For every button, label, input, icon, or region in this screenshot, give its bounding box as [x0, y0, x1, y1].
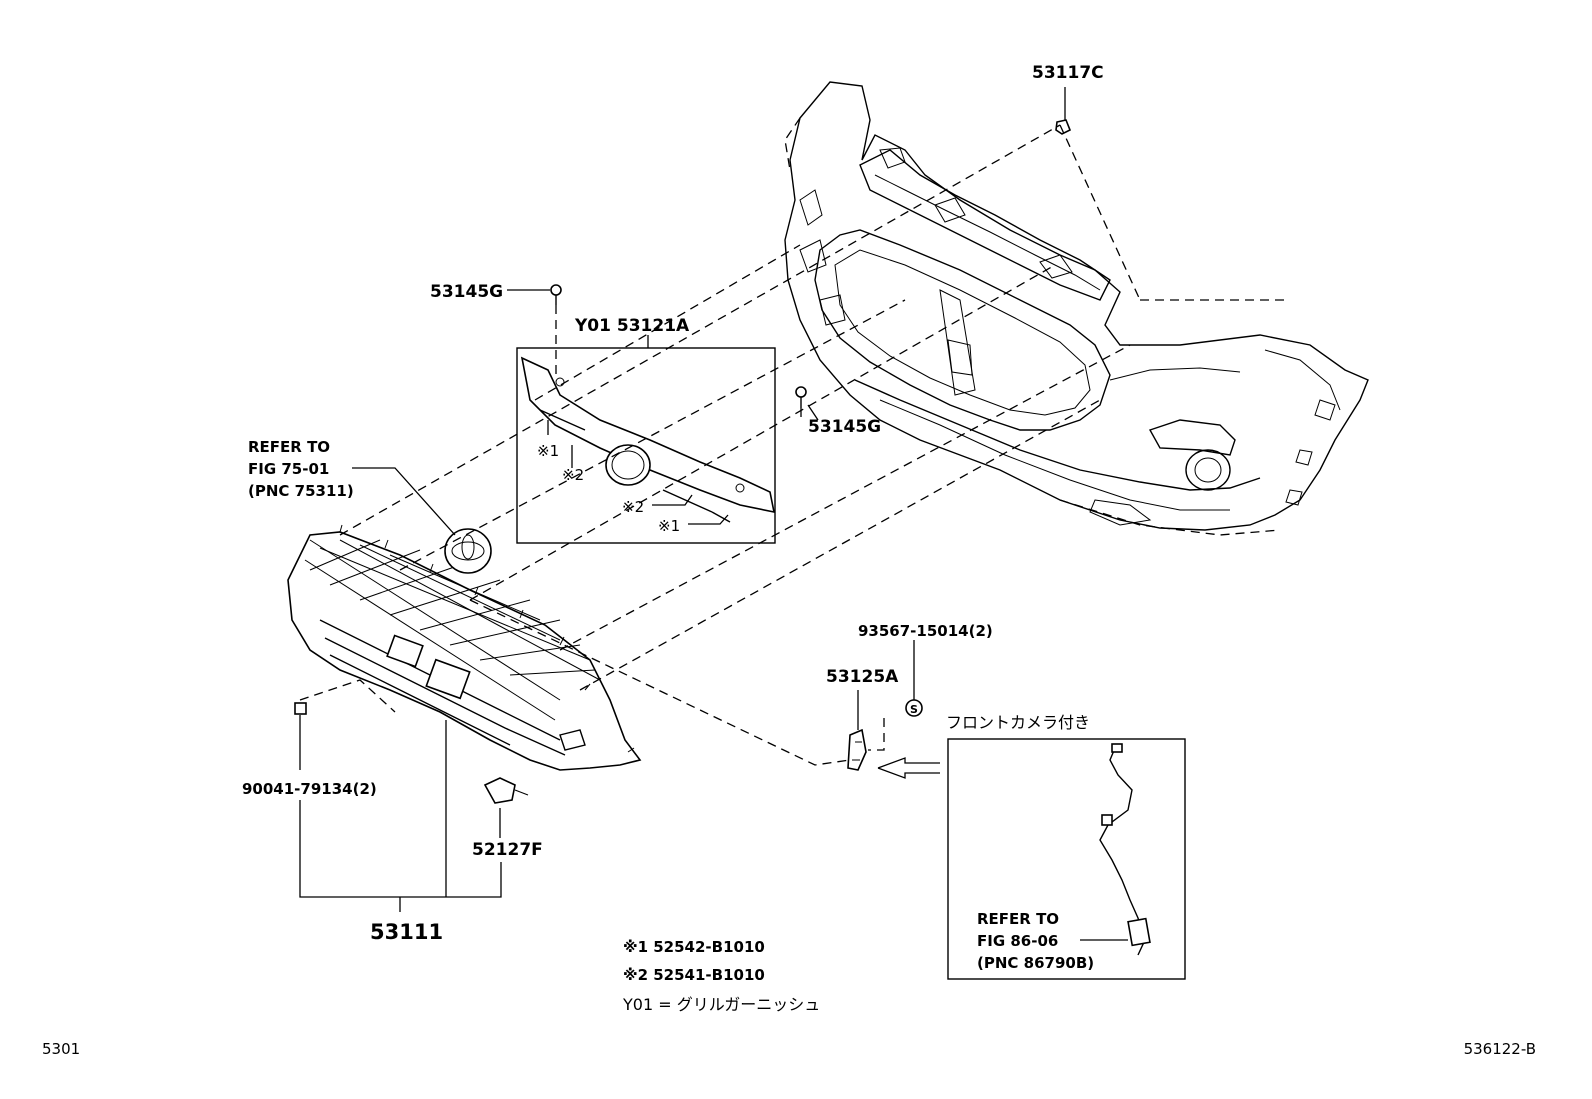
toyota-emblem-icon [444, 528, 492, 574]
refer-75-line3: (PNC 75311) [248, 482, 354, 500]
mark1-lower: ※1 [658, 517, 680, 535]
refer-86-line2: FIG 86-06 [977, 932, 1058, 950]
footer-left-code: 5301 [42, 1040, 80, 1058]
clip-53117c-icon [1055, 119, 1072, 135]
label-53117c: 53117C [1032, 63, 1104, 83]
refer-75-line2: FIG 75-01 [248, 460, 329, 478]
screw-53145g-top-icon [550, 284, 562, 305]
screw-53145g-right-icon [795, 386, 807, 408]
legend-line-3: Y01 = グリルガーニッシュ [622, 995, 820, 1014]
label-53121a: Y01 53121A [574, 316, 690, 336]
refer-86-line3: (PNC 86790B) [977, 954, 1094, 972]
screw-symbol-icon: S [905, 699, 923, 717]
legend-line-1: ※1 52542-B1010 [623, 938, 765, 956]
footer-right-code: 536122-B [1464, 1040, 1536, 1058]
cap-52127f-icon [483, 777, 529, 804]
label-53125a: 53125A [826, 667, 899, 687]
mark2-upper: ※2 [562, 466, 584, 484]
front-camera-box [947, 738, 1186, 980]
label-53145g-top: 53145G [430, 282, 503, 302]
label-53111: 53111 [370, 920, 443, 944]
refer-86-line1: REFER TO [977, 910, 1059, 928]
bracket-53125a-icon [847, 728, 867, 771]
front-bumper-drawing [784, 81, 1369, 536]
screw-symbol-text: S [910, 703, 918, 716]
mark1-upper: ※1 [537, 442, 559, 460]
label-90041: 90041-79134(2) [242, 780, 377, 798]
label-53145g-right: 53145G [808, 417, 881, 437]
front-grille-drawing [287, 524, 642, 771]
label-93567: 93567-15014(2) [858, 622, 993, 640]
leader-lines [299, 87, 1141, 941]
clip-90041-icon [294, 702, 307, 715]
front-camera-note: フロントカメラ付き [946, 713, 1090, 732]
label-52127f: 52127F [472, 840, 543, 860]
mark2-lower: ※2 [622, 498, 644, 516]
refer-75-line1: REFER TO [248, 438, 330, 456]
legend-line-2: ※2 52541-B1010 [623, 966, 765, 984]
